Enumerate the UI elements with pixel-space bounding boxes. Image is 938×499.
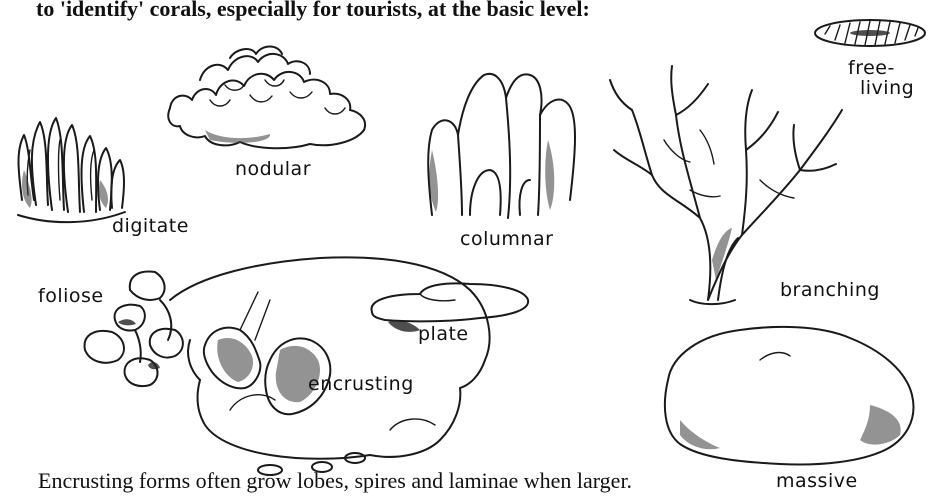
label-encrusting: encrusting bbox=[308, 373, 414, 395]
caption: Encrusting forms often grow lobes, spire… bbox=[38, 468, 632, 494]
branching-coral-drawing bbox=[610, 66, 842, 304]
massive-coral-drawing bbox=[665, 327, 914, 465]
free-living-coral-drawing bbox=[815, 20, 925, 46]
label-free-living-line2: living bbox=[860, 77, 914, 99]
digitate-coral-drawing bbox=[18, 118, 125, 222]
label-branching: branching bbox=[780, 279, 880, 301]
columnar-coral-drawing bbox=[428, 74, 575, 218]
label-massive: massive bbox=[776, 470, 858, 492]
label-digitate: digitate bbox=[112, 215, 189, 237]
label-columnar: columnar bbox=[460, 228, 553, 250]
label-plate: plate bbox=[418, 323, 469, 345]
label-free-living-line1: free- bbox=[848, 57, 895, 79]
label-foliose: foliose bbox=[38, 285, 104, 307]
encrusting-coral-drawing bbox=[204, 292, 330, 414]
nodular-coral-drawing bbox=[168, 47, 365, 149]
label-nodular: nodular bbox=[235, 158, 311, 180]
